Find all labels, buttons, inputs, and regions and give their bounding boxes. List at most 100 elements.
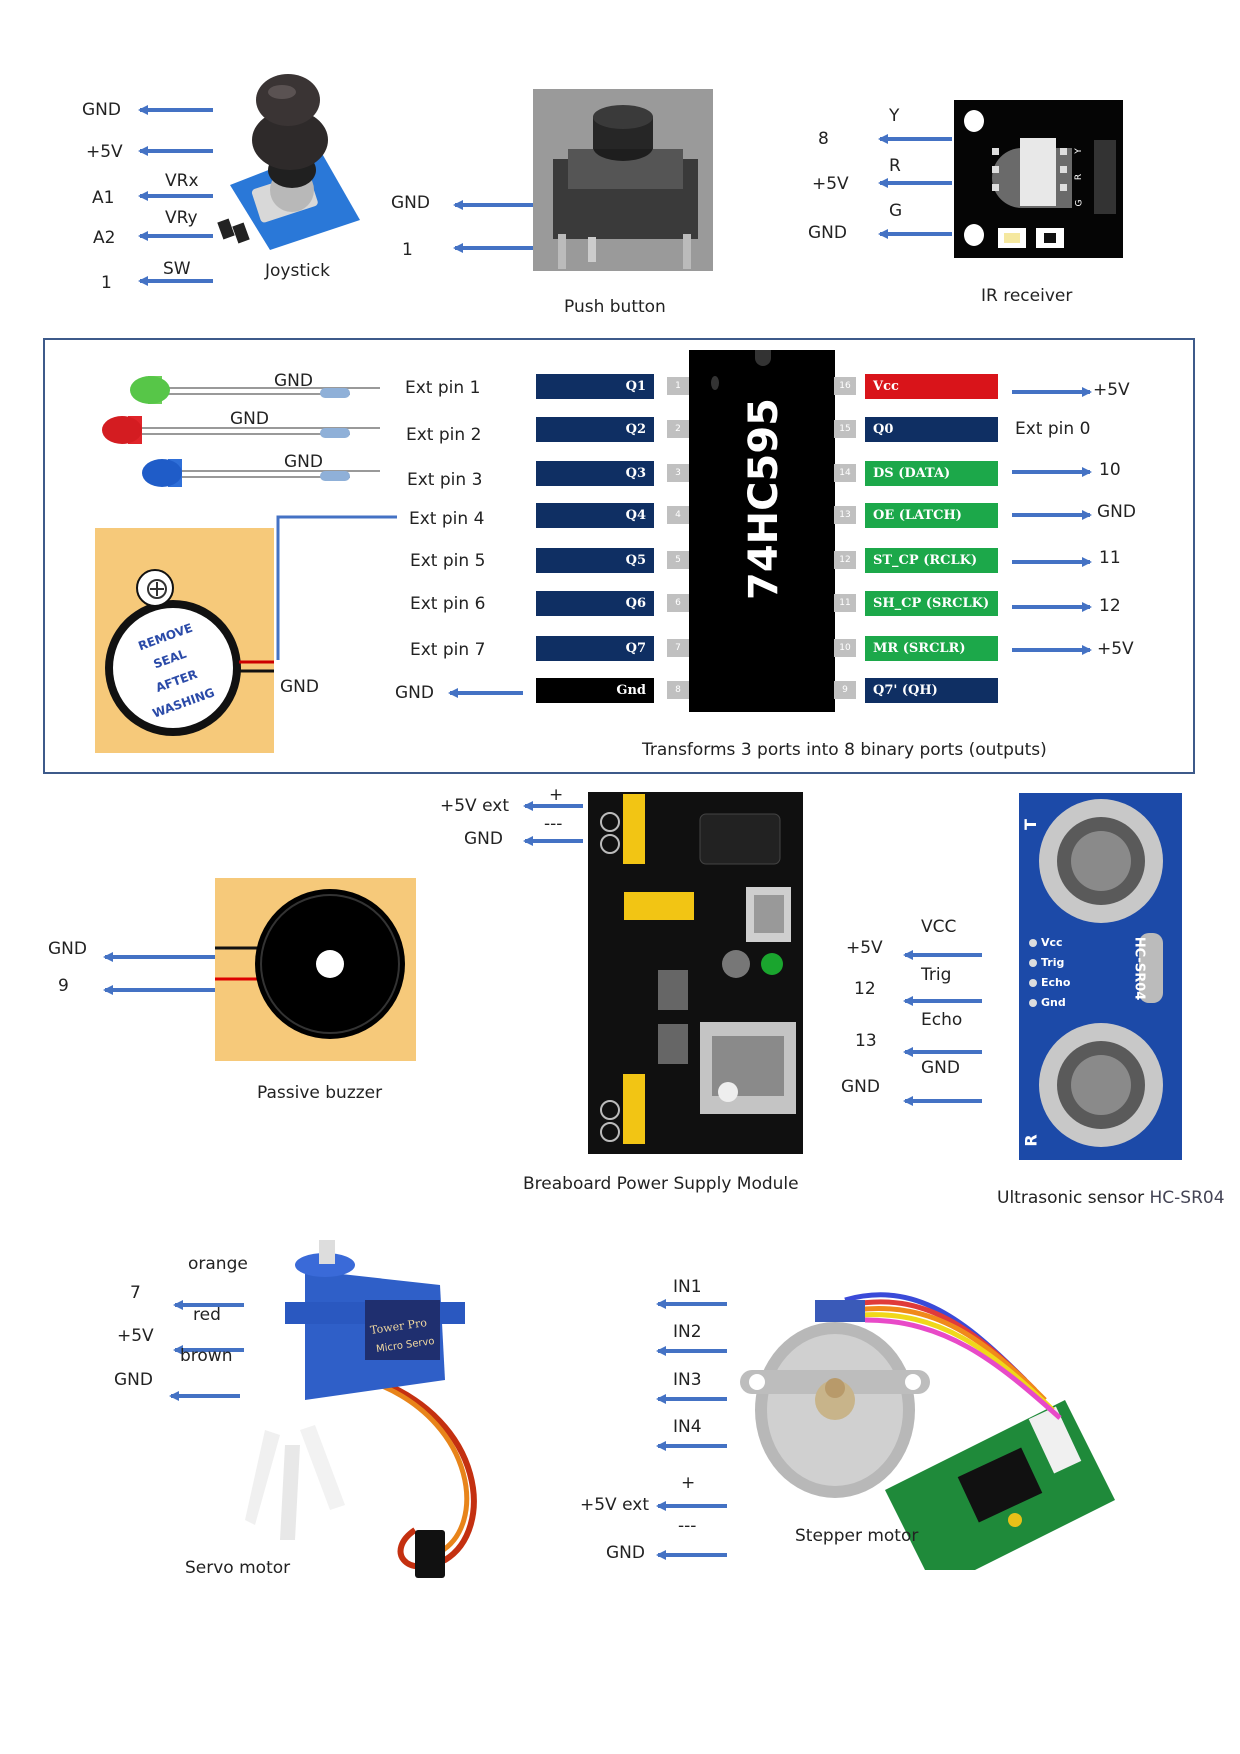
us-caption: Ultrasonic sensor HC-SR04 (997, 1190, 1225, 1207)
joystick-pin-a2: A2 (93, 228, 116, 248)
chip-pin-q6: Q6 (536, 591, 654, 616)
ext-pin-1: Ext pin 1 (405, 378, 481, 398)
us-board-pin: Vcc (1041, 936, 1063, 949)
led-green-gnd: GND (274, 371, 313, 391)
chip-label: 74HC595 (741, 398, 787, 600)
ext-pin-5: Ext pin 5 (410, 551, 486, 571)
active-buzzer-image: REMOVE SEAL AFTER WASHING (95, 528, 274, 753)
power-caption: Breaboard Power Supply Module (523, 1174, 799, 1194)
stepper-in4: IN4 (673, 1417, 702, 1437)
pin-number: 5 (667, 551, 689, 569)
us-pin-5v: +5V (846, 938, 883, 958)
pin-number: 12 (834, 551, 856, 569)
us-board-letter-r: R (1021, 1134, 1041, 1147)
servo-pin-gnd: GND (114, 1370, 153, 1390)
push-button-image (533, 89, 713, 271)
pin-number: 8 (667, 681, 689, 699)
joystick-wire-vry: VRy (165, 208, 198, 228)
pin-number: 3 (667, 464, 689, 482)
led-blue-gnd: GND (284, 452, 323, 472)
pin-number: 10 (834, 639, 856, 657)
us-wire-trig: Trig (921, 965, 952, 985)
us-board-letter-t: T (1020, 819, 1040, 830)
leds-image (102, 376, 380, 487)
us-wire-vcc: VCC (921, 917, 957, 937)
shift-register-panel (43, 338, 1195, 774)
pin-number: 2 (667, 420, 689, 438)
chip-target-mr: +5V (1097, 639, 1134, 659)
pbuzzer-pin-gnd: GND (48, 939, 87, 959)
stepper-in2: IN2 (673, 1322, 702, 1342)
button-caption: Push button (564, 297, 666, 317)
chip-pin-vcc: Vcc (865, 374, 998, 399)
stepper-in1: IN1 (673, 1277, 702, 1297)
ir-wire-r: R (889, 156, 901, 176)
stepper-pin-gnd: GND (606, 1543, 645, 1563)
led-red-gnd: GND (230, 409, 269, 429)
chip-pin-q7: Q7 (536, 636, 654, 661)
us-board-pin: Echo (1041, 976, 1071, 989)
ir-caption: IR receiver (981, 286, 1073, 306)
us-pin-12: 12 (854, 979, 876, 999)
us-board-model: HC-SR04 (1131, 936, 1147, 1001)
ir-receiver-image: Y R G (954, 100, 1123, 258)
chip-pin-ds: DS (DATA) (865, 461, 998, 486)
ir-wire-y: Y (889, 106, 900, 126)
chip-pin-q1: Q1 (536, 374, 654, 399)
joystick-pin-a1: A1 (92, 188, 115, 208)
power-pin-5v-ext: +5V ext (440, 796, 509, 816)
us-board-pin: Trig (1041, 956, 1065, 969)
chip-target-oe: GND (1097, 502, 1136, 522)
chip-pin-mr: MR (SRCLR) (865, 636, 998, 661)
servo-caption: Servo motor (185, 1558, 291, 1578)
joystick-wire-sw: SW (163, 259, 191, 279)
ir-board-letter-y: Y (1073, 148, 1084, 154)
stepper-image (740, 1292, 1115, 1570)
servo-pin-5v: +5V (117, 1326, 154, 1346)
buzzer-gnd: GND (280, 677, 319, 697)
chip-target-vcc: +5V (1093, 380, 1130, 400)
us-wire-gnd: GND (921, 1058, 960, 1078)
us-caption-model: HC-SR04 (1149, 1188, 1225, 1208)
us-board-pin: Gnd (1041, 996, 1066, 1009)
passive-buzzer-image (215, 878, 416, 1061)
pin-number: 6 (667, 594, 689, 612)
pin-number: 14 (834, 464, 856, 482)
pin-number: 16 (834, 377, 856, 395)
servo-pin-7: 7 (130, 1283, 141, 1303)
stepper-pin-5v-ext: +5V ext (580, 1495, 649, 1515)
joystick-caption: Joystick (265, 261, 330, 281)
ext-pin-7: Ext pin 7 (410, 640, 486, 660)
buzzer-wire (276, 515, 397, 660)
ir-pin-gnd: GND (808, 223, 847, 243)
stepper-wire-minus: --- (678, 1516, 697, 1536)
ir-wire-g: G (889, 201, 903, 221)
ir-board-letter-r: R (1074, 173, 1085, 181)
servo-wire-red: red (193, 1305, 221, 1325)
power-wire-minus: --- (544, 814, 563, 834)
pin-number: 9 (834, 681, 856, 699)
chip-target-stcp: 11 (1099, 548, 1121, 568)
ext-pin-3: Ext pin 3 (407, 470, 483, 490)
ir-board-letter-g: G (1074, 199, 1085, 207)
pin-number: 13 (834, 506, 856, 524)
servo-wire-orange: orange (188, 1254, 248, 1274)
chip-pin-oe: OE (LATCH) (865, 503, 998, 528)
chip-target-q0: Ext pin 0 (1015, 419, 1091, 439)
pin-number: 4 (667, 506, 689, 524)
power-wire-plus: + (549, 785, 564, 805)
joystick-pin-5v: +5V (86, 142, 123, 162)
pbuzzer-pin-9: 9 (58, 976, 69, 996)
pbuzzer-caption: Passive buzzer (257, 1083, 383, 1103)
chip-pin-q5: Q5 (536, 548, 654, 573)
servo-wire-brown: brown (180, 1346, 233, 1366)
joystick-pin-gnd: GND (82, 100, 121, 120)
stepper-in3: IN3 (673, 1370, 702, 1390)
ext-pin-2: Ext pin 2 (406, 425, 482, 445)
chip-pin-q3: Q3 (536, 461, 654, 486)
pin-number: 7 (667, 639, 689, 657)
ext-pin-4: Ext pin 4 (409, 509, 485, 529)
chip-target-shcp: 12 (1099, 596, 1121, 616)
us-caption-text: Ultrasonic sensor (997, 1188, 1145, 1208)
ultrasonic-image: Vcc Trig Echo Gnd HC-SR04 T R (1019, 793, 1182, 1160)
